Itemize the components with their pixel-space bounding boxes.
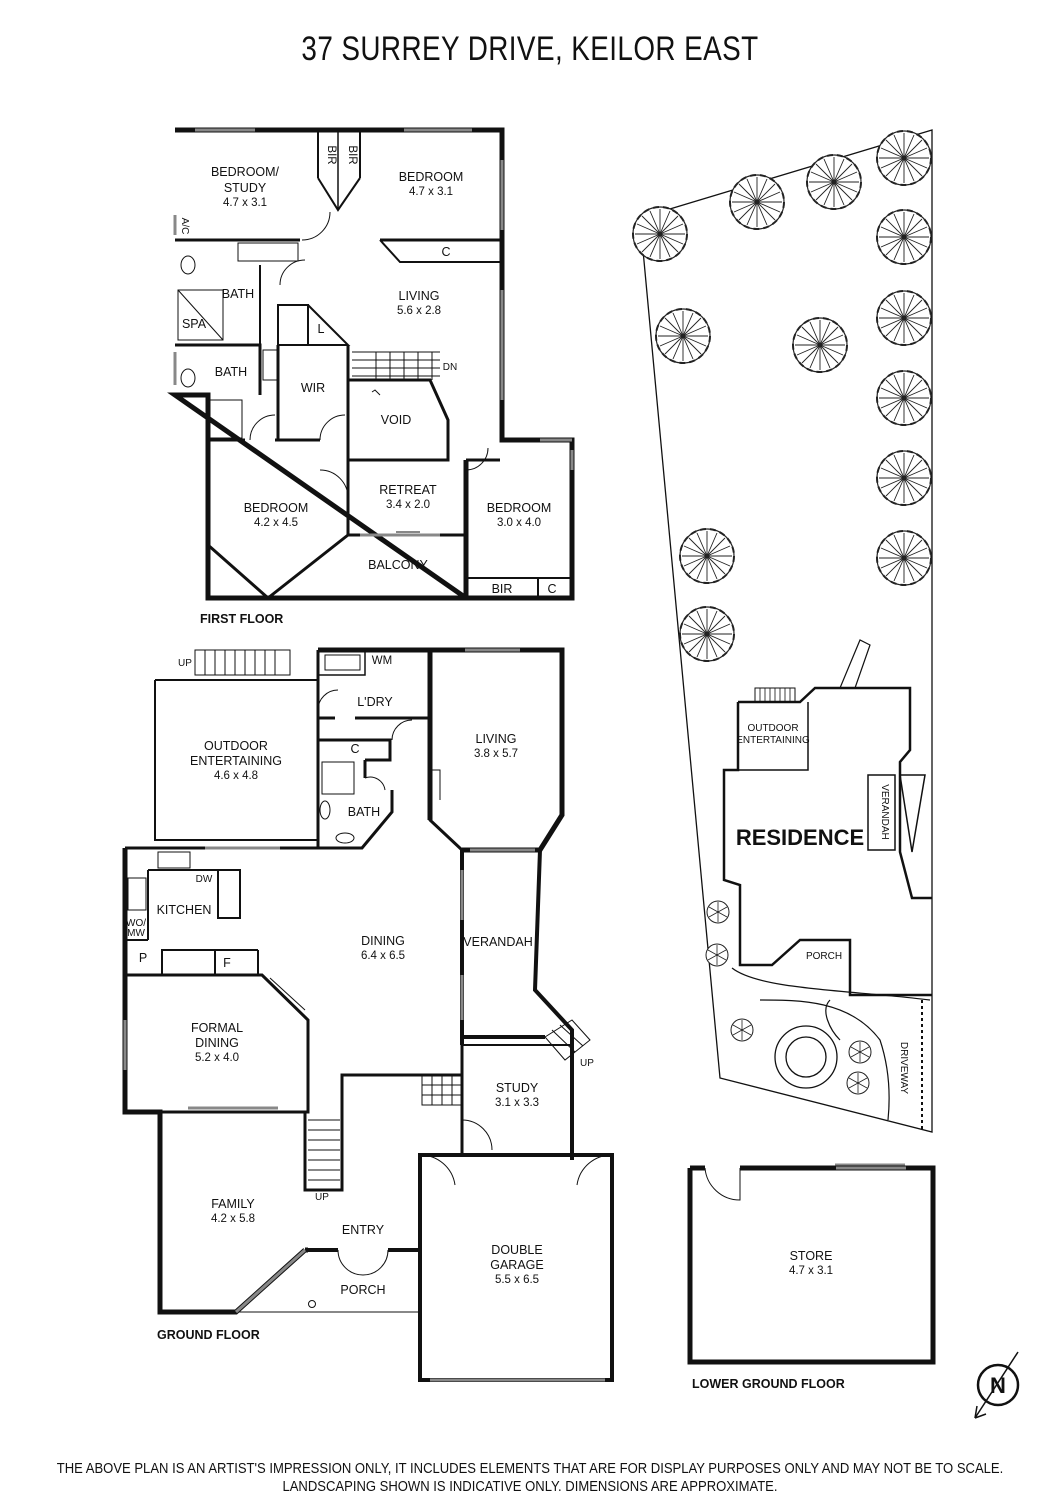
wo-label-1: WO/ bbox=[126, 918, 146, 929]
bir-2-label: BIR bbox=[346, 145, 358, 164]
bedroom-se-label: BEDROOM bbox=[487, 501, 552, 515]
cupboard-label: C bbox=[441, 245, 450, 259]
bir-3-label: BIR bbox=[492, 582, 513, 596]
disclaimer: THE ABOVE PLAN IS AN ARTIST'S IMPRESSION… bbox=[53, 1460, 1007, 1496]
disclaimer-line-2: LANDSCAPING SHOWN IS INDICATIVE ONLY. DI… bbox=[282, 1479, 778, 1495]
site-verandah-label: VERANDAH bbox=[879, 784, 890, 840]
fridge-label: F bbox=[223, 956, 231, 970]
driveway-label: DRIVEWAY bbox=[898, 1042, 909, 1095]
wo-label-2: MW bbox=[127, 928, 145, 939]
linen-label: L bbox=[318, 322, 325, 336]
bedroom-study-label-1: BEDROOM/ bbox=[211, 165, 280, 179]
retreat-label: RETREAT bbox=[379, 483, 437, 497]
north-compass: N bbox=[974, 1351, 1020, 1419]
verandah-gf-label: VERANDAH bbox=[463, 935, 532, 949]
garage-label-1: DOUBLE bbox=[491, 1243, 542, 1257]
bath-1-label: BATH bbox=[222, 287, 254, 301]
family-dims: 4.2 x 5.8 bbox=[211, 1213, 255, 1225]
porch-gf-label: PORCH bbox=[340, 1283, 385, 1297]
balcony-label: BALCONY bbox=[368, 558, 428, 572]
wm-label: WM bbox=[372, 655, 392, 667]
bedroom-sw-dims: 4.2 x 4.5 bbox=[254, 517, 298, 529]
garage-label-2: GARAGE bbox=[490, 1258, 544, 1272]
outdoor-label-1: OUTDOOR bbox=[204, 739, 268, 753]
living-ff-label: LIVING bbox=[399, 289, 440, 303]
bedroom-study-label-2: STUDY bbox=[224, 181, 267, 195]
store-label: STORE bbox=[790, 1249, 833, 1263]
c2-label: C bbox=[547, 582, 556, 596]
lower-ground-floor-label: LOWER GROUND FLOOR bbox=[692, 1377, 845, 1391]
plan-title: 37 SURREY DRIVE, KEILOR EAST bbox=[301, 30, 759, 68]
formal-dining-dims: 5.2 x 4.0 bbox=[195, 1052, 239, 1064]
ac-label: A/C bbox=[179, 218, 190, 235]
gf-cupboard-label: C bbox=[350, 742, 359, 756]
up-label-1: UP bbox=[178, 658, 192, 669]
bedroom-ne-dims: 4.7 x 3.1 bbox=[409, 186, 453, 198]
formal-dining-label-2: DINING bbox=[195, 1036, 239, 1050]
compass-n-label: N bbox=[990, 1373, 1006, 1398]
garage-dims: 5.5 x 6.5 bbox=[495, 1274, 539, 1286]
bedroom-study-dims: 4.7 x 3.1 bbox=[223, 197, 267, 209]
living-ff-dims: 5.6 x 2.8 bbox=[397, 305, 441, 317]
site-shrubs bbox=[705, 900, 872, 1095]
wir-label: WIR bbox=[301, 381, 325, 395]
living-gf-label: LIVING bbox=[476, 732, 517, 746]
bir-1-label: BIR bbox=[325, 145, 337, 164]
outdoor-label-2: ENTERTAINING bbox=[190, 754, 282, 768]
ground-floor-label: GROUND FLOOR bbox=[157, 1328, 260, 1342]
bath-2-label: BATH bbox=[215, 365, 247, 379]
outdoor-dims: 4.6 x 4.8 bbox=[214, 770, 258, 782]
up-label-3: UP bbox=[315, 1192, 329, 1203]
dining-dims: 6.4 x 6.5 bbox=[361, 950, 405, 962]
dining-label: DINING bbox=[361, 934, 405, 948]
first-floor-plan bbox=[167, 127, 575, 601]
gf-bath-label: BATH bbox=[348, 805, 380, 819]
retreat-dims: 3.4 x 2.0 bbox=[386, 499, 430, 511]
up-label-2: UP bbox=[580, 1058, 594, 1069]
site-outdoor-label-2: ENTERTAINING bbox=[736, 735, 810, 746]
site-porch-label: PORCH bbox=[806, 951, 842, 962]
formal-dining-label-1: FORMAL bbox=[191, 1021, 243, 1035]
first-floor-label: FIRST FLOOR bbox=[200, 612, 283, 626]
void-label: VOID bbox=[381, 413, 412, 427]
store-dims: 4.7 x 3.1 bbox=[789, 1265, 833, 1277]
pantry-label: P bbox=[139, 951, 147, 965]
bedroom-sw-label: BEDROOM bbox=[244, 501, 309, 515]
bedroom-ne-label: BEDROOM bbox=[399, 170, 464, 184]
kitchen-label: KITCHEN bbox=[157, 903, 212, 917]
stairs-down-label: DN bbox=[443, 362, 457, 373]
residence-label: RESIDENCE bbox=[736, 825, 864, 850]
store-plan bbox=[687, 1165, 936, 1365]
bedroom-se-dims: 3.0 x 4.0 bbox=[497, 517, 541, 529]
spa-label: SPA bbox=[182, 317, 207, 331]
laundry-label: L'DRY bbox=[357, 695, 393, 709]
entry-label: ENTRY bbox=[342, 1223, 385, 1237]
family-label: FAMILY bbox=[211, 1197, 255, 1211]
dw-label: DW bbox=[196, 874, 213, 885]
site-outdoor-label-1: OUTDOOR bbox=[747, 723, 798, 734]
study-dims: 3.1 x 3.3 bbox=[495, 1097, 539, 1109]
ground-floor-plan bbox=[122, 647, 905, 1382]
living-gf-dims: 3.8 x 5.7 bbox=[474, 748, 518, 760]
site-trees bbox=[632, 130, 932, 662]
study-label: STUDY bbox=[496, 1081, 539, 1095]
disclaimer-line-1: THE ABOVE PLAN IS AN ARTIST'S IMPRESSION… bbox=[56, 1461, 1004, 1477]
